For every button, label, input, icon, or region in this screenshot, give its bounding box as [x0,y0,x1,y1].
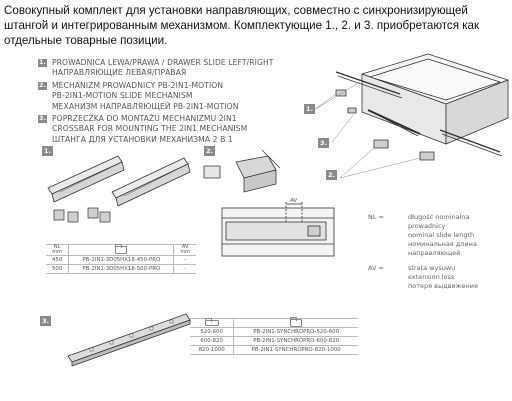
callout-tag-1: 1. [304,104,315,114]
cell-nl: 450 [46,255,69,265]
table-header-row [190,317,358,328]
cell-range: 820-1000 [190,345,234,355]
note-symbol: AV = [368,264,384,272]
note-line: strata wysuwu [408,264,456,272]
folder-icon [290,317,303,327]
section-tag-1: 1. [42,146,53,156]
cell-code: PB-2IN1-3D05HX18-450-PRO [68,255,174,265]
ruler-icon [204,317,219,326]
legend-line: ШТАНГА ДЛЯ УСТАНОВКИ МЕХАНИЗМА 2 В 1 [52,134,233,144]
drawer-assembly-illustration [313,53,509,179]
note-line: nominal slide length [408,231,475,239]
legend-item-1: 1. PROWADNICA LEWA/PRAWA / DRAWER SLIDE … [38,58,300,79]
slide-mechanism-illustration [203,149,281,193]
crossbar-illustration [67,313,191,367]
legend-num-3: 3. [38,115,47,124]
legend-item-2: 2. MECHANIZM PROWADNICY PB-2IN1-MOTION P… [38,81,300,112]
note-nl: NL = długość nominalna prowadnicy nomina… [368,213,508,258]
note-av: AV = strata wysuwu extension loss потеря… [368,264,508,291]
table-row: 500 PB-2IN1-3D05HX18-500-PRO - [46,264,196,274]
header-code [233,317,358,328]
cell-code: PB-2IN1-SYNCHROPRO-820-1000 [233,345,358,355]
legend-line: POPRZECZKA DO MONTAŻU MECHANIZMU 2IN1 [52,114,237,124]
section-tag-2: 2. [204,146,215,156]
note-line: направляющей [408,249,461,257]
table-row: 520-600 PB-2IN1-SYNCHROPRO-520-600 [190,327,358,337]
drawer-slides-illustration [47,155,191,223]
legend-line: CROSSBAR FOR MOUNTING THE 2IN1 MECHANISM [52,124,248,134]
note-line: extension loss [408,273,455,281]
table-row: 600-820 PB-2IN1-SYNCHROPRO-600-820 [190,336,358,346]
cell-range: 520-600 [190,327,234,337]
cell-code: PB-2IN1-3D05HX18-500-PRO [68,264,174,274]
folder-icon [115,244,128,254]
cell-av: - [173,264,196,274]
note-line: długość nominalna prowadnicy [408,213,470,230]
intro-text: Совокупный комплект для установки направ… [4,4,480,47]
legend-line: PB-2IN1-MOTION SLIDE MECHANISM [52,91,193,101]
table-row: 450 PB-2IN1-3D05HX18-450-PRO - [46,255,196,265]
cell-av: - [173,255,196,265]
table-row: 820-1000 PB-2IN1-SYNCHROPRO-820-1000 [190,345,358,355]
callout-tag-3: 3. [318,138,329,148]
note-line: номинальная длина [408,240,477,248]
note-symbol: NL = [368,213,384,221]
legend-num-1: 1. [38,59,47,67]
header-range [190,317,234,328]
cell-nl: 500 [46,264,69,274]
section-tag-3: 3. [40,316,51,326]
crossbar-spec-table: 520-600 PB-2IN1-SYNCHROPRO-520-600 600-8… [190,317,358,355]
av-cross-section-diagram: AV [221,198,335,257]
note-line: потеря выдвижения [408,282,478,290]
legend-line: MECHANIZM PROWADNICY PB-2IN1-MOTION [52,80,224,90]
component-legend: 1. PROWADNICA LEWA/PRAWA / DRAWER SLIDE … [38,58,300,145]
legend-item-3: 3. POPRZECZKA DO MONTAŻU MECHANIZMU 2IN1… [38,114,300,145]
callout-tag-2: 2. [326,170,337,180]
cell-code: PB-2IN1-SYNCHROPRO-520-600 [233,327,358,337]
header-code [68,244,174,256]
cell-range: 600-820 [190,336,234,346]
legend-line: НАПРАВЛЯЮЩИЕ ЛЕВАЯ/ПРАВАЯ [52,68,187,78]
legend-line: МЕХАНИЗМ НАПРАВЛЯЮЩЕЙ PB-2IN1-MOTION [52,101,239,111]
notes-block: NL = długość nominalna prowadnicy nomina… [368,213,508,297]
legend-line: PROWADNICA LEWA/PRAWA / DRAWER SLIDE LEF… [52,58,274,67]
av-label: AV [290,198,297,204]
legend-num-2: 2. [38,81,47,90]
cell-code: PB-2IN1-SYNCHROPRO-600-820 [233,336,358,346]
